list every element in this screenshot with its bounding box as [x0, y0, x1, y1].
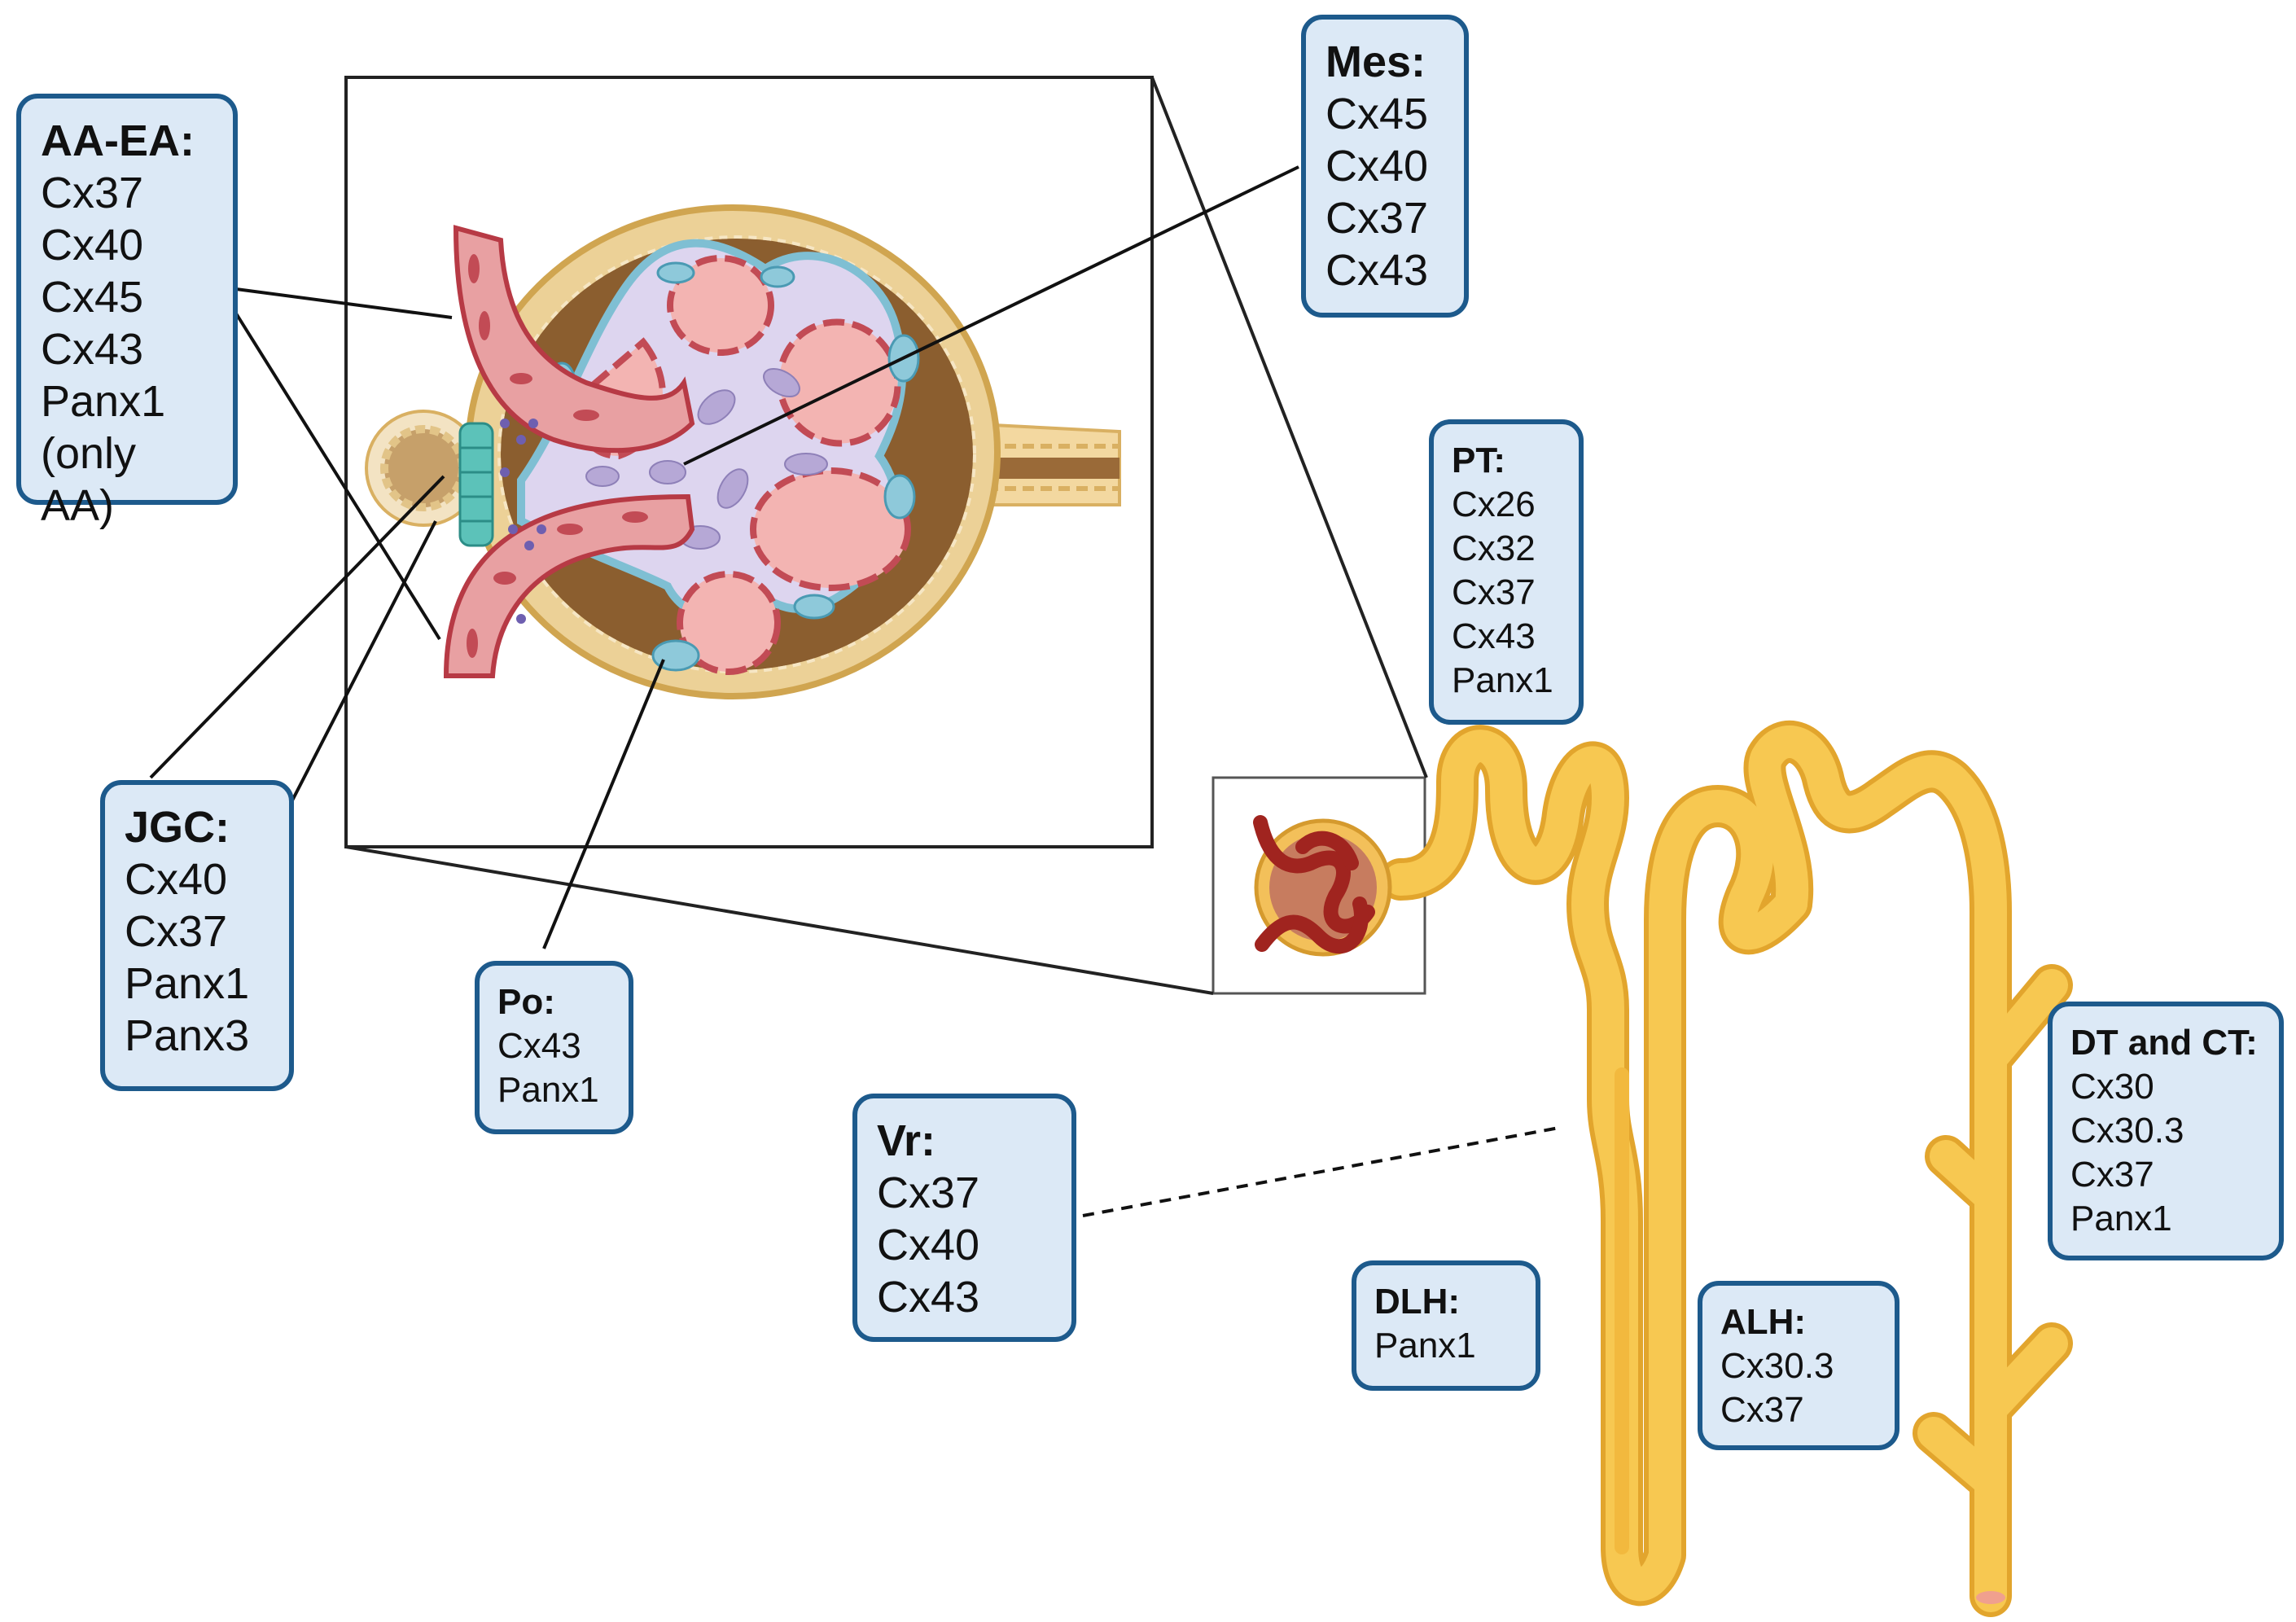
jgc-item: Panx1 — [125, 959, 250, 1008]
mes-item: Cx40 — [1325, 142, 1429, 191]
collecting-branch-1 — [1974, 969, 2068, 1075]
po-label: Po: Cx43 Panx1 — [475, 961, 633, 1134]
dlh-item: Panx1 — [1374, 1326, 1476, 1366]
mes-title: Mes: — [1325, 37, 1426, 86]
pt-title: PT: — [1452, 441, 1505, 480]
jgc-label: JGC: Cx40 Cx37 Panx1 Panx3 — [100, 780, 294, 1091]
macula-densa — [365, 410, 494, 547]
pt-item: Cx37 — [1452, 572, 1536, 612]
alh-label: ALH: Cx30.3 Cx37 — [1698, 1281, 1899, 1450]
leader-jgc-2 — [290, 520, 437, 803]
po-title: Po: — [497, 982, 555, 1022]
jgc-item: Cx40 — [125, 855, 228, 904]
dlh-label: DLH: Panx1 — [1352, 1260, 1540, 1391]
vr-label: Vr: Cx37 Cx40 Cx43 — [852, 1094, 1076, 1342]
glomerulus-zoom — [365, 204, 1121, 699]
jgc-title: JGC: — [125, 803, 230, 852]
alh-item: Cx37 — [1720, 1390, 1804, 1430]
jgc-item: Cx37 — [125, 907, 228, 956]
po-item: Cx43 — [497, 1026, 581, 1066]
vr-title: Vr: — [877, 1116, 936, 1165]
mes-item: Cx43 — [1325, 246, 1429, 295]
afferent-arteriole — [453, 225, 695, 454]
leader-ea — [234, 312, 441, 641]
dlh-title: DLH: — [1374, 1282, 1461, 1322]
pt-label: PT: Cx26 Cx32 Cx37 Cx43 Panx1 — [1429, 419, 1584, 725]
aa-ea-label: AA-EA: Cx37 Cx40 Cx45 Cx43 Panx1 (only A… — [16, 94, 238, 530]
mes-item: Cx45 — [1325, 90, 1429, 138]
aa-ea-item: Cx45 — [41, 273, 144, 322]
jgc-item: Panx3 — [125, 1011, 250, 1060]
collecting-branch-2 — [1930, 1140, 2007, 1213]
zoom-line-top — [1150, 77, 1428, 778]
leader-aa — [235, 287, 453, 319]
zoom-line-bottom — [345, 845, 1214, 995]
proximal-tubule — [1384, 730, 1807, 1602]
dt-ct-title: DT and CT: — [2070, 1023, 2258, 1063]
aa-ea-title: AA-EA: — [41, 116, 195, 165]
vr-item: Cx43 — [877, 1273, 980, 1322]
collecting-branch-3 — [1974, 1327, 2068, 1425]
aa-ea-item: Panx1 — [41, 377, 166, 426]
leader-mes — [683, 165, 1299, 466]
leader-po — [542, 659, 665, 949]
small-glomerulus — [1253, 815, 1392, 957]
dt-ct-item: Cx37 — [2070, 1155, 2154, 1195]
pt-item: Panx1 — [1452, 660, 1553, 700]
mesangial-cells — [585, 367, 828, 550]
collecting-duct-end — [1976, 1591, 2005, 1604]
pt-item: Cx32 — [1452, 528, 1536, 568]
collecting-branch-4 — [1917, 1417, 2007, 1498]
alh-title: ALH: — [1720, 1302, 1807, 1342]
mes-item: Cx37 — [1325, 194, 1429, 243]
leader-jgc-1 — [149, 475, 445, 779]
leader-lines — [149, 165, 1560, 1217]
vr-item: Cx37 — [877, 1168, 980, 1217]
dt-ct-item: Cx30 — [2070, 1067, 2154, 1107]
leader-vr — [1082, 1126, 1560, 1217]
dt-ct-label: DT and CT: Cx30 Cx30.3 Cx37 Panx1 — [2048, 1002, 2284, 1260]
dt-ct-item: Panx1 — [2070, 1199, 2172, 1238]
zoom-frame — [344, 76, 1154, 848]
alh-item: Cx30.3 — [1720, 1346, 1834, 1386]
aa-ea-item: Cx43 — [41, 325, 144, 374]
pt-item: Cx43 — [1452, 616, 1536, 656]
po-item: Panx1 — [497, 1070, 599, 1110]
nephron-tubule — [1379, 721, 2073, 1617]
dt-ct-item: Cx30.3 — [2070, 1111, 2184, 1151]
distal-tubule — [1748, 726, 2007, 1612]
mes-label: Mes: Cx45 Cx40 Cx37 Cx43 — [1301, 15, 1469, 318]
aa-ea-item: (only AA) — [41, 429, 137, 530]
arterioles — [443, 225, 695, 678]
vr-item: Cx40 — [877, 1221, 980, 1269]
aa-ea-item: Cx37 — [41, 169, 144, 217]
extraglomerular-mesangium — [500, 419, 546, 624]
aa-ea-item: Cx40 — [41, 221, 144, 270]
zoom-callout — [344, 76, 1428, 995]
pt-item: Cx26 — [1452, 484, 1536, 524]
efferent-arteriole — [443, 493, 695, 678]
